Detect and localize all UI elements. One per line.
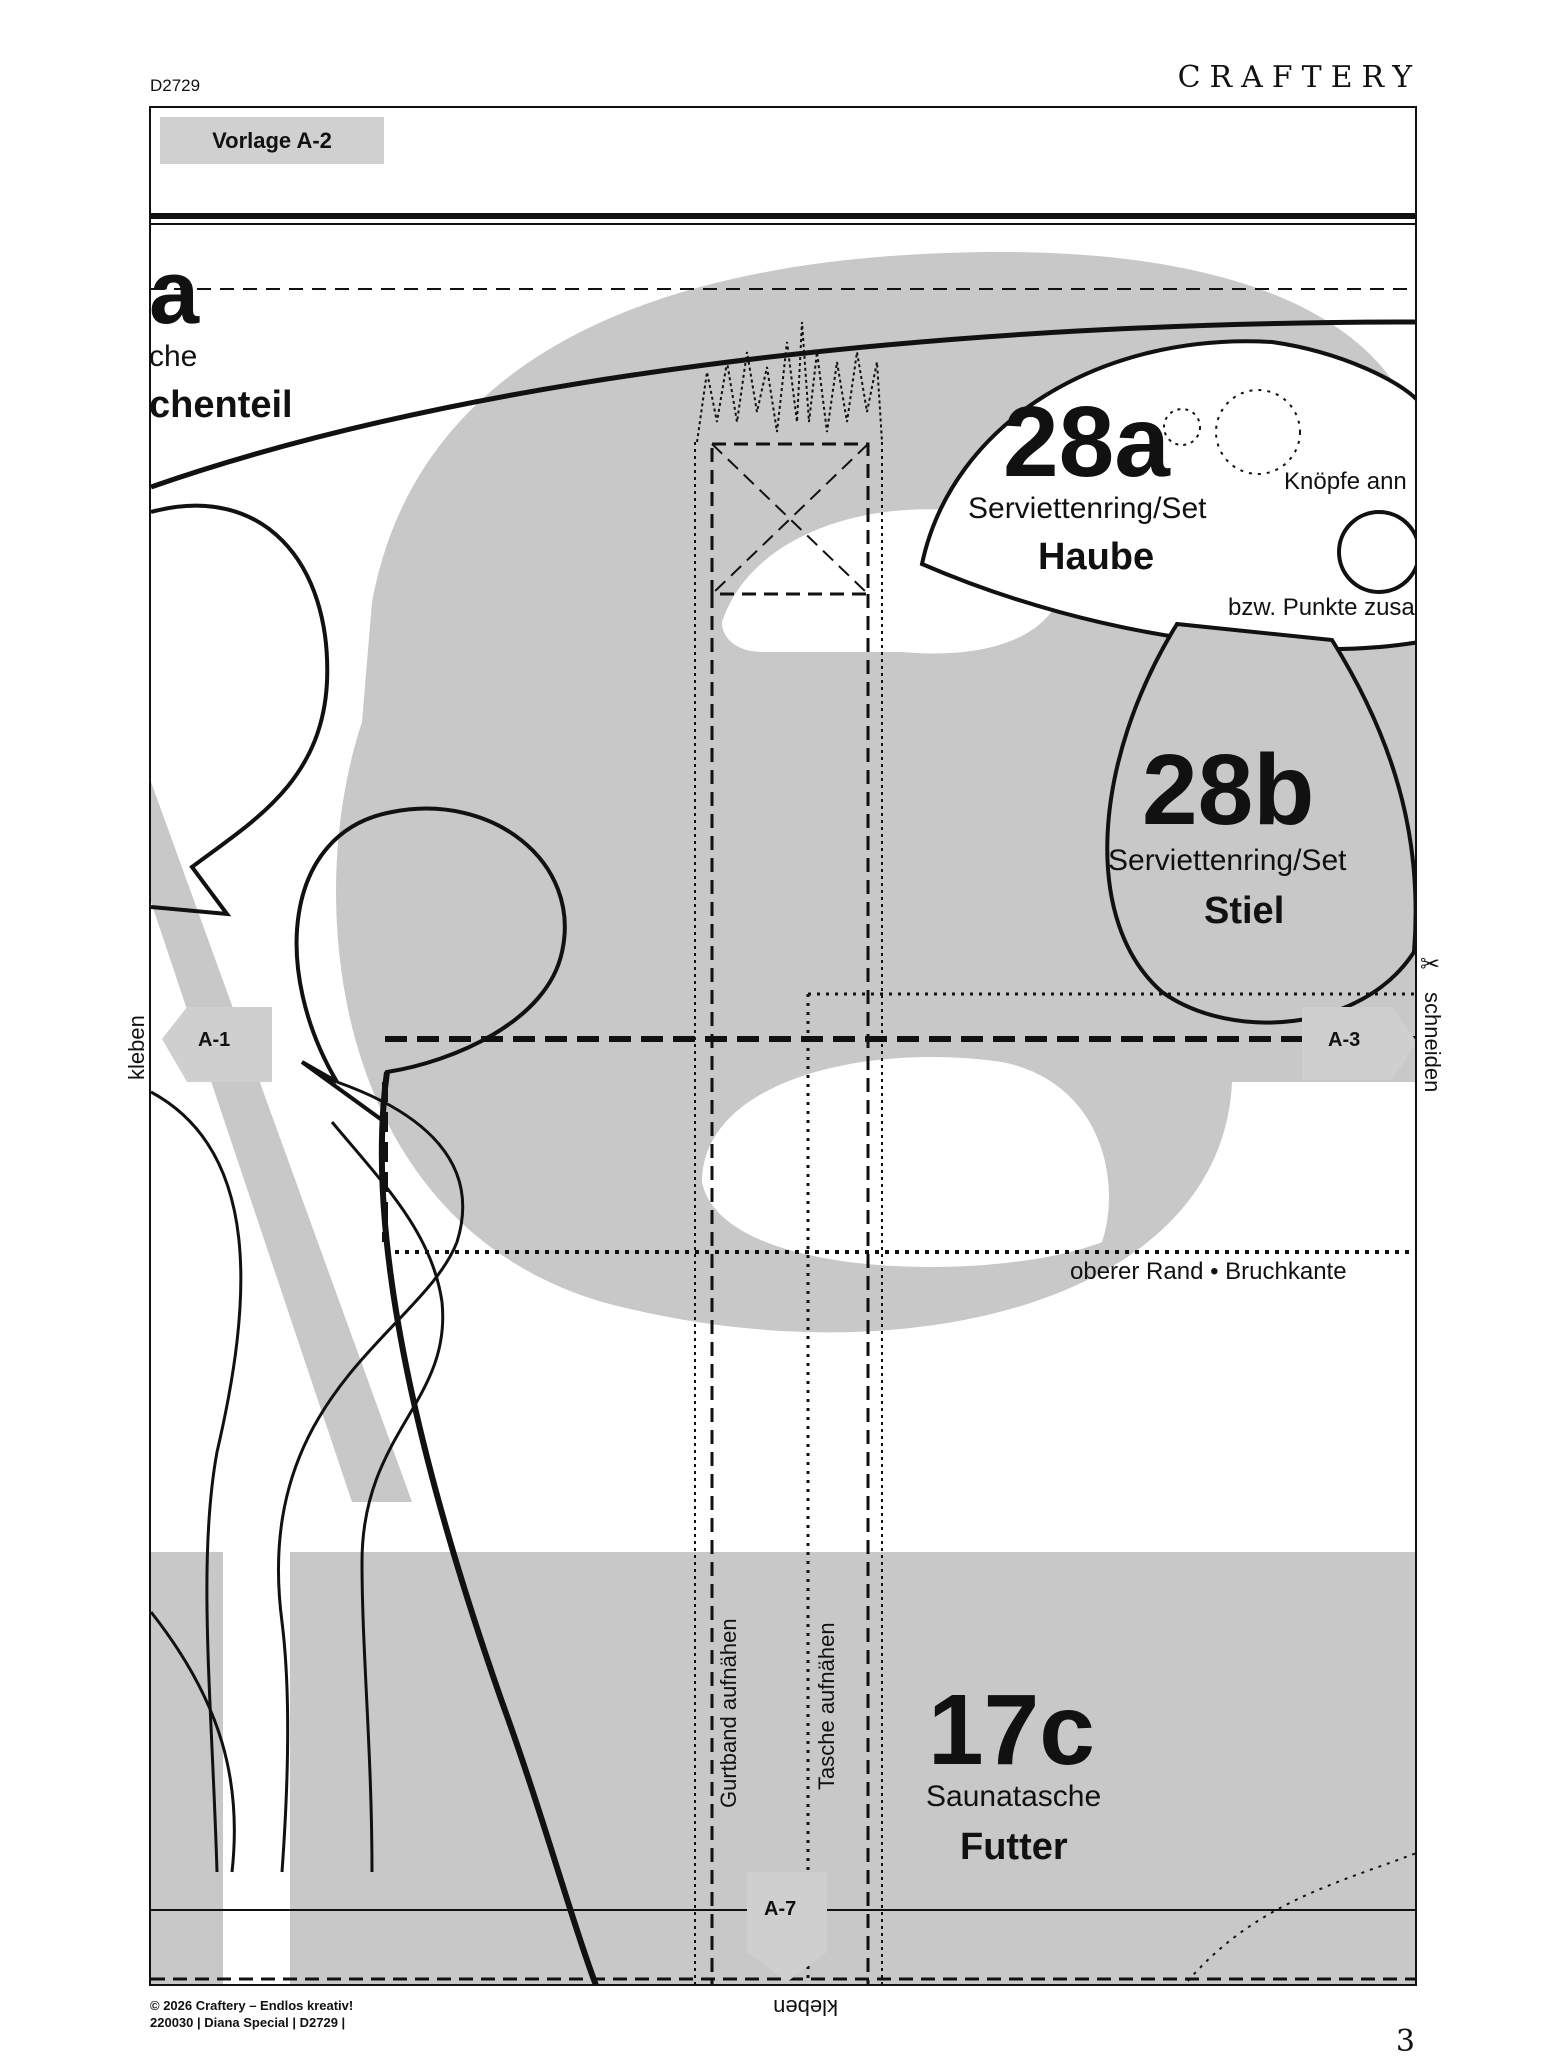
partial-piece-number: a: [149, 243, 200, 343]
pattern-sheet: [149, 106, 1417, 1986]
scissors-icon: ✂: [1420, 951, 1441, 978]
footer: © 2026 Craftery – Endlos kreativ! 220030…: [150, 1997, 353, 2031]
glue-label-bottom: kleben: [773, 1995, 838, 2020]
page-number: 3: [1395, 2024, 1415, 2059]
connector-tab-right-shape: [1302, 1007, 1415, 1080]
footer-info: 220030 | Diana Special | D2729 |: [150, 2015, 346, 2030]
piece-28a-number: 28a: [1003, 386, 1170, 498]
brand-logo: CRAFTERY: [1177, 60, 1421, 95]
buttons-note: Knöpfe ann: [1284, 470, 1407, 494]
document-code: D2729: [150, 76, 201, 95]
piece-28b-name: Stiel: [1204, 890, 1285, 932]
piece-17c-number: 17c: [928, 1674, 1095, 1786]
partial-piece-subtitle: che: [149, 340, 198, 373]
fold-line-label: oberer Rand • Bruchkante: [1070, 1258, 1347, 1285]
connector-tab-bottom-shape: [747, 1872, 827, 1982]
glue-label-left: kleben: [124, 1015, 149, 1080]
connector-right: A-3: [1328, 1029, 1361, 1051]
strap-sewing-label: Gurtband aufnähen: [716, 1618, 741, 1808]
piece-17c-name: Futter: [960, 1826, 1068, 1868]
connector-left: A-1: [198, 1029, 231, 1051]
partial-piece-name: chenteil: [149, 384, 293, 426]
points-note: bzw. Punkte zusa: [1228, 596, 1415, 620]
piece-28a-name: Haube: [1038, 536, 1155, 578]
pattern-drawing: [151, 213, 1415, 1984]
cut-label: schneiden: [1420, 992, 1445, 1093]
footer-copyright: © 2026 Craftery – Endlos kreativ!: [150, 1998, 354, 2013]
template-label: Vorlage A-2: [160, 117, 384, 164]
piece-17c-subtitle: Saunatasche: [926, 1780, 1102, 1813]
piece-28a-subtitle: Serviettenring/Set: [968, 492, 1207, 525]
connector-tab-left-shape: [162, 1007, 272, 1082]
piece-28b-number: 28b: [1142, 734, 1315, 846]
connector-bottom: A-7: [764, 1898, 797, 1920]
pocket-sewing-label: Tasche aufnähen: [814, 1622, 839, 1790]
piece-28b-subtitle: Serviettenring/Set: [1108, 844, 1347, 877]
